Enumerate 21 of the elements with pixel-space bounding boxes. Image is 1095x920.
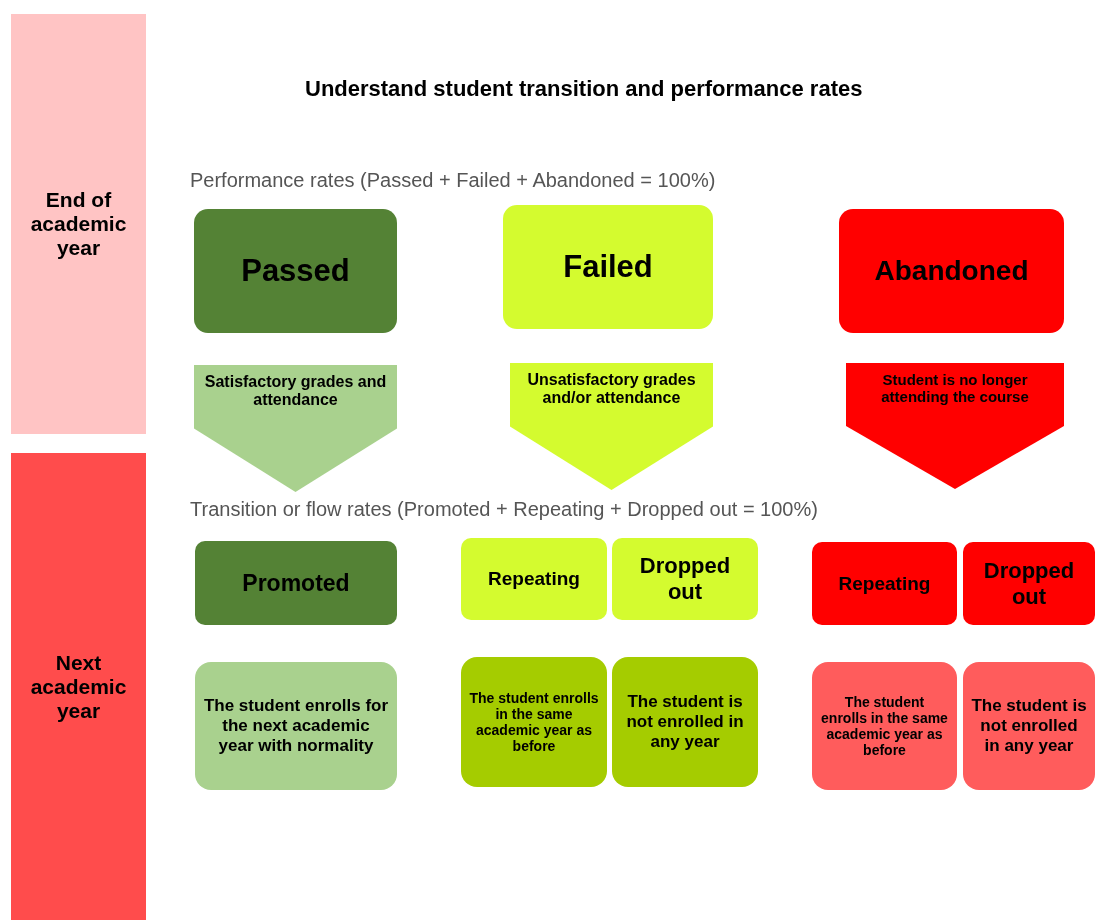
timeline-band: Next academic year — [11, 453, 146, 920]
status-box: The student enrolls in the same academic year as before — [461, 657, 607, 787]
section-heading: Performance rates (Passed + Failed + Abandoned = 100%) — [190, 169, 716, 192]
down-arrow-shape: Unsatisfactory grades and/or attendance — [510, 363, 713, 490]
status-box: Passed — [194, 209, 397, 333]
status-box: Abandoned — [839, 209, 1064, 333]
status-box: Dropped out — [963, 542, 1095, 625]
timeline-band: End of academic year — [11, 14, 146, 434]
status-box: The student is not enrolled in any year — [963, 662, 1095, 790]
status-box: The student enrolls in the same academic year as before — [812, 662, 957, 790]
title: Understand student transition and performance rates — [305, 76, 863, 102]
section-heading: Transition or flow rates (Promoted + Repeating + Dropped out = 100%) — [190, 498, 818, 521]
down-arrow-shape: Student is no longer attending the course — [846, 363, 1064, 489]
down-arrow-shape: Satisfactory grades and attendance — [194, 365, 397, 492]
status-box: Repeating — [461, 538, 607, 620]
status-box: Failed — [503, 205, 713, 329]
status-box: Promoted — [195, 541, 397, 625]
status-box: Repeating — [812, 542, 957, 625]
status-box: Dropped out — [612, 538, 758, 620]
status-box: The student is not enrolled in any year — [612, 657, 758, 787]
status-box: The student enrolls for the next academic year with normality — [195, 662, 397, 790]
